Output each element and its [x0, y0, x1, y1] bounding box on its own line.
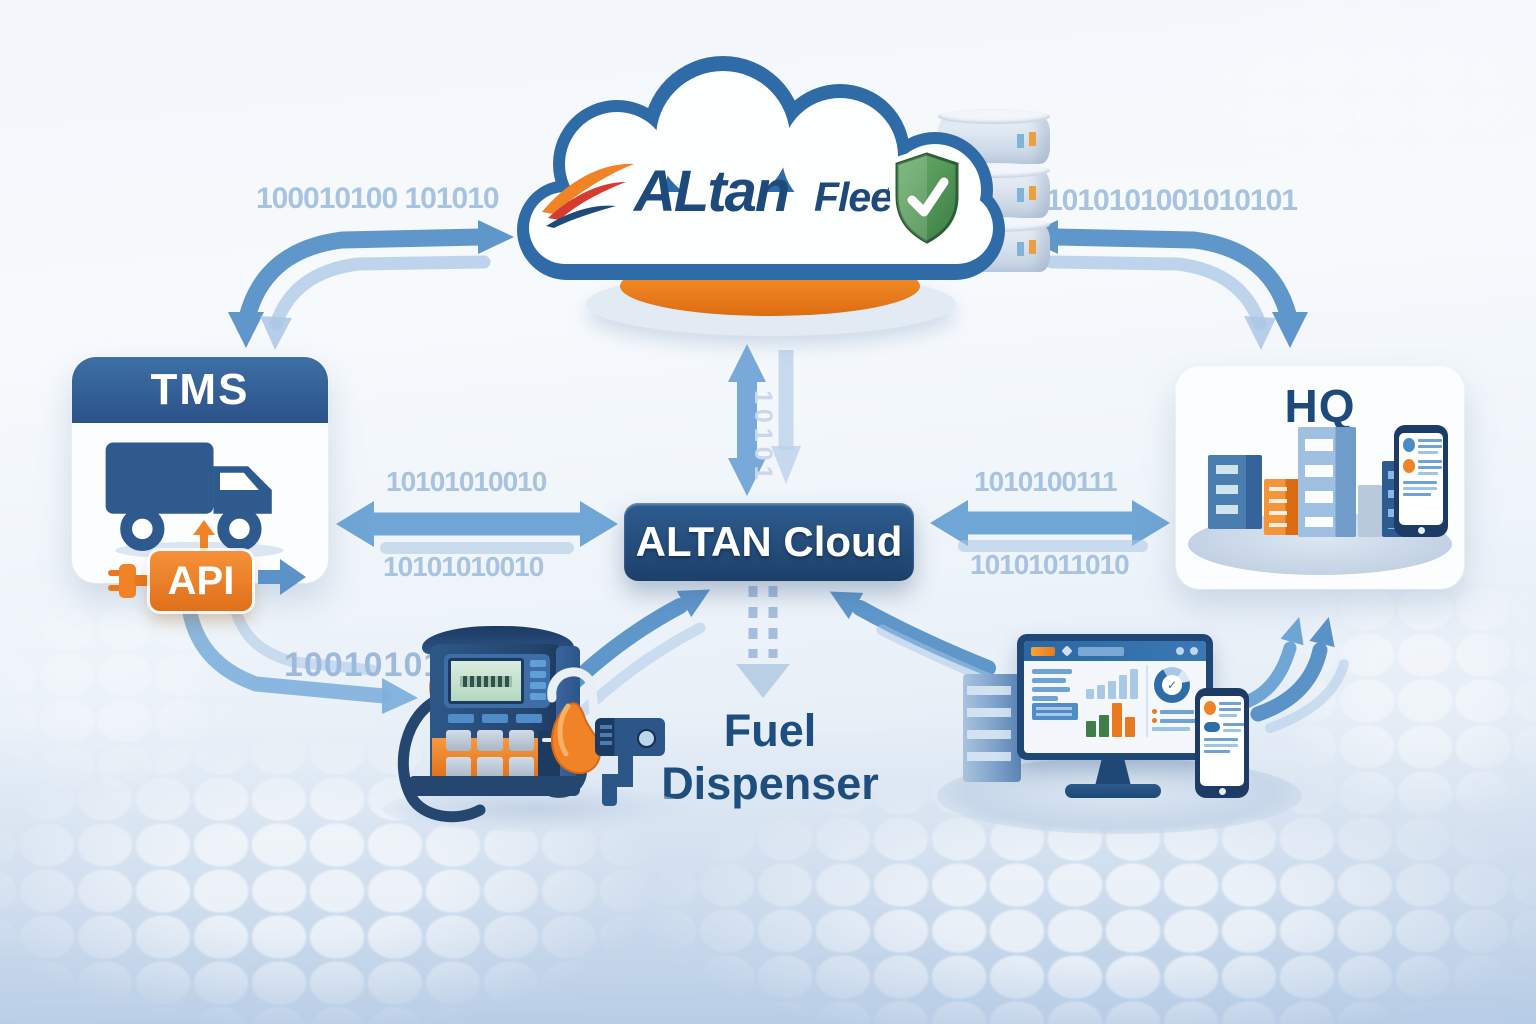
brand-wordmark-bold: ALtan [634, 159, 790, 224]
hq-node: HQ [1176, 367, 1464, 589]
altan-cloud-label: ALTAN Cloud [635, 518, 903, 565]
binary-label-tms-lower: 10101010010 [383, 551, 544, 582]
binary-label-pump: 10010101 [284, 646, 444, 684]
plug-icon [108, 564, 150, 598]
header-title-slab [1078, 646, 1124, 656]
server-tower-icon [963, 674, 1021, 782]
dashboard-screen [1024, 641, 1206, 753]
binary-label-hq-lower: 10101011010 [970, 549, 1130, 580]
tms-title: TMS [72, 357, 328, 423]
shield-check-icon [890, 147, 964, 251]
swoosh-icon [542, 163, 634, 228]
camera-icon [595, 718, 665, 756]
binary-label-top-right: 1010101001010101 [1046, 184, 1298, 217]
pump-keypad [446, 730, 534, 778]
arrow-tms-link [336, 501, 618, 554]
monitor-icon [1017, 634, 1213, 760]
header-dots [1176, 647, 1198, 655]
binary-label-tms-upper: 10101010010 [386, 466, 547, 497]
header-orange-chip [1031, 646, 1055, 656]
arrow-dashed-down [748, 586, 778, 658]
building-small-icon [1358, 485, 1382, 537]
building-icon [1208, 455, 1262, 529]
workstation-phone-icon [1195, 688, 1249, 798]
building-orange-icon [1264, 479, 1300, 535]
arrow-hq-cloud [1022, 220, 1308, 350]
monitor-base [1065, 784, 1161, 798]
donut-chart [1154, 667, 1190, 703]
api-up-arrow-icon [193, 520, 215, 553]
arrow-phone-hq [1239, 616, 1349, 733]
fuel-pump-icon [382, 618, 692, 833]
cloud-shape [517, 56, 1005, 280]
api-badge: API [150, 551, 252, 611]
arrow-cloud-vertical [728, 344, 801, 496]
arrow-tms-cloud [228, 220, 514, 350]
bar-chart-color [1086, 703, 1142, 737]
api-right-arrow-icon [258, 559, 306, 595]
arrow-dashed-head [736, 664, 790, 698]
hq-title: HQ [1284, 380, 1356, 432]
pump-lcd-screen [448, 658, 524, 704]
arrow-hq-link [930, 500, 1170, 552]
header-icon [1061, 645, 1073, 657]
binary-label-vertical: 10101 [749, 390, 777, 485]
building-tall-icon [1298, 427, 1356, 537]
hq-phone-icon [1394, 425, 1448, 537]
pump-buttons [448, 714, 542, 723]
dashboard-legend [1152, 709, 1200, 731]
dashboard-header [1024, 641, 1206, 661]
binary-label-top-left: 100010100 101010 [256, 182, 500, 215]
pump-indicator-chips [530, 660, 546, 700]
dashboard-panel [1032, 703, 1078, 720]
workstation-group [937, 612, 1355, 837]
altan-cloud-node: ALTAN Cloud [624, 503, 914, 581]
binary-label-hq-upper: 1010100111 [974, 466, 1118, 497]
dashboard-text-lines [1032, 669, 1072, 701]
bar-chart-light [1086, 667, 1138, 699]
